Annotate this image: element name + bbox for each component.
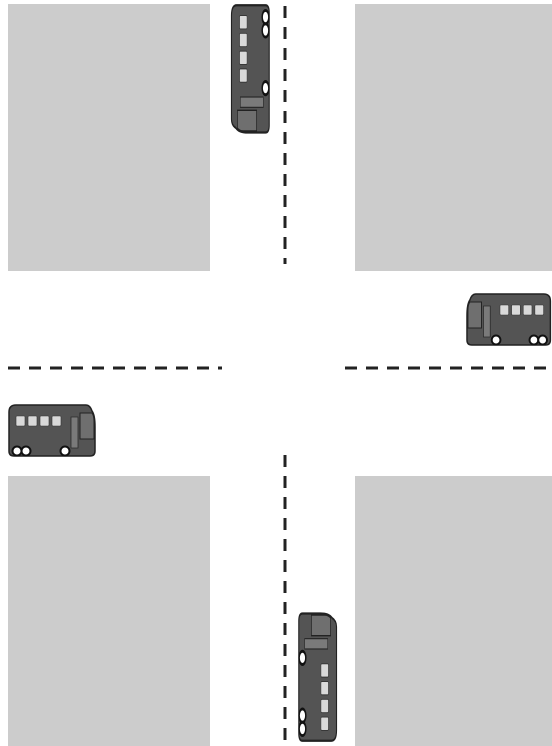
city-block-top-right bbox=[355, 4, 552, 271]
bus-west-road-icon bbox=[8, 404, 96, 457]
bus-north-road-icon bbox=[229, 3, 271, 135]
city-block-top-left bbox=[8, 4, 210, 271]
bus-east-road-icon bbox=[465, 293, 552, 346]
bus-south-road-icon bbox=[297, 611, 338, 743]
city-block-bottom-right bbox=[355, 476, 552, 746]
city-block-bottom-left bbox=[8, 476, 210, 746]
